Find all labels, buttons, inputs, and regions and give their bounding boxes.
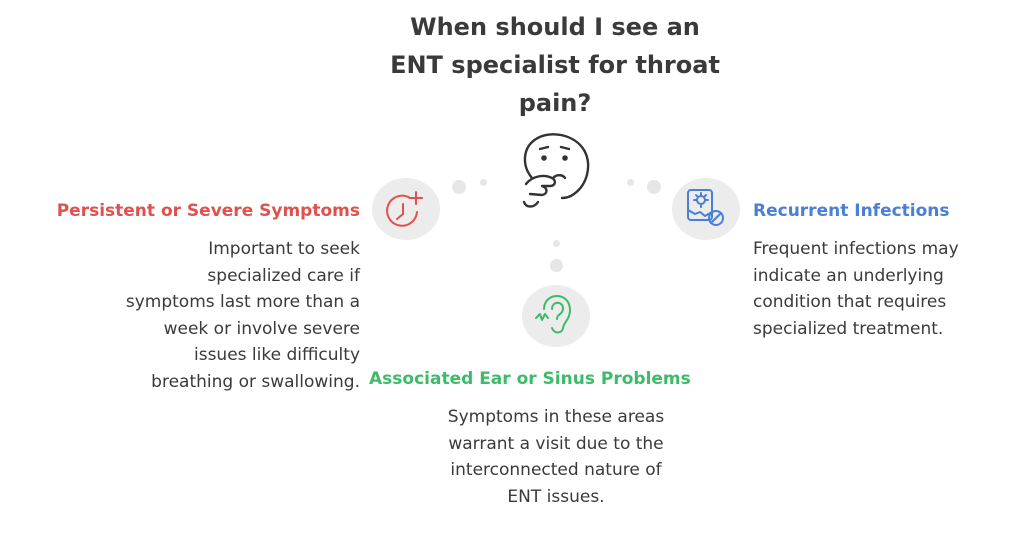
item-heading: Persistent or Severe Symptoms	[56, 201, 360, 221]
description-line: indicate an underlying	[753, 265, 944, 286]
ear-icon	[535, 295, 571, 334]
description-line: week or involve severe	[163, 318, 360, 339]
description-line: breathing or swallowing.	[151, 371, 360, 392]
title-line: ENT specialist for throat	[390, 51, 720, 79]
description-line: condition that requires	[753, 292, 947, 312]
connector-dot	[553, 240, 560, 247]
description-line: specialized treatment.	[753, 318, 944, 339]
title-line: When should I see an	[410, 13, 700, 41]
connector-dot	[480, 179, 487, 186]
icon-bubble	[672, 178, 740, 240]
description-line: ENT issues.	[507, 486, 605, 507]
item-description: Symptoms in these areas warrant a visit …	[406, 404, 706, 510]
diagram-title: When should I see an ENT specialist for …	[362, 8, 748, 122]
description-line: Important to seek	[208, 239, 360, 259]
item-description: Frequent infections may indicate an unde…	[753, 236, 959, 342]
description-line: specialized care if	[207, 265, 360, 286]
clock-plus-icon	[386, 191, 423, 227]
virus-blocked-icon	[687, 189, 724, 226]
connector-dot	[550, 259, 563, 272]
item-heading: Associated Ear or Sinus Problems	[369, 369, 691, 389]
title-line: pain?	[518, 89, 592, 117]
description-line: Symptoms in these areas	[447, 407, 665, 427]
description-line: issues like difficulty	[194, 345, 360, 365]
description-line: warrant a visit due to the	[448, 433, 664, 454]
thinking-face-icon	[522, 133, 590, 208]
connector-dot	[647, 180, 661, 194]
description-line: interconnected nature of	[450, 460, 662, 480]
item-description: Important to seek specialized care if sy…	[126, 236, 360, 395]
icon-bubble	[372, 178, 440, 240]
connector-dot	[627, 179, 634, 186]
item-heading: Recurrent Infections	[753, 201, 950, 221]
connector-dot	[452, 180, 466, 194]
description-line: Frequent infections may	[753, 239, 959, 259]
description-line: symptoms last more than a	[125, 292, 360, 312]
